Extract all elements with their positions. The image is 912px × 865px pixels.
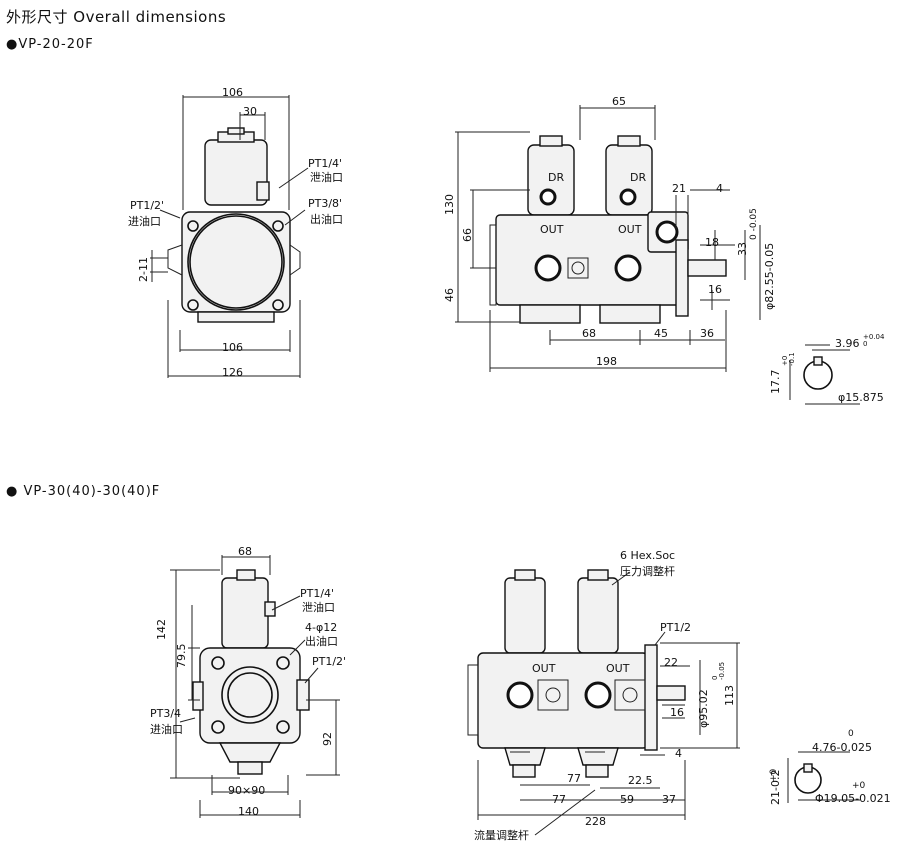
dim-a-top-width: 106 [222,86,243,99]
dim-a-key-tol: +0.04 0 [863,333,885,348]
b-inlet-port: PT3/4 [150,707,182,720]
dim-a-4: 4 [716,182,723,195]
dim-a-36: 36 [700,327,714,340]
model-b-title: ● VP-30(40)-30(40)F [6,484,161,499]
model-a-front-view [150,95,309,378]
a-inlet-label: 进油口 [128,215,161,228]
dim-b-16: 16 [670,706,684,719]
b-inlet-label: 进油口 [150,723,183,736]
b-port: PT1/2 [660,621,692,634]
model-b-side-view [467,569,860,836]
dim-b-113: 113 [723,685,736,706]
b-pressure-label: 压力调整杆 [620,565,675,578]
model-a-side-view [455,105,860,405]
b-out-label-1: OUT [532,662,556,675]
dim-b-shaft-tol: +0 [852,781,866,791]
dim-a-68: 68 [582,327,596,340]
dim-a-21: 21 [672,182,686,195]
b-hex-label: 6 Hex.Soc [620,549,676,562]
dim-b-total-length: 228 [585,815,606,828]
dim-a-key-height: 17.7 [769,369,782,395]
a-out-label-2: OUT [618,223,642,236]
a-drain-label: 泄油口 [310,171,343,184]
a-dr-label-1: DR [548,171,565,184]
dim-a-shaft-tol: 0 -0.05 [749,208,759,240]
dim-b-37: 37 [662,793,676,806]
a-drain-port: PT1/4' [308,157,343,170]
b-out-label-2: OUT [606,662,630,675]
dim-b-shaft: Φ19.05-0.021 [815,792,891,805]
dim-b-lower: 92 [321,732,334,746]
dim-a-port-offset: 30 [243,105,257,118]
b-outlet-port: PT1/2' [312,655,347,668]
dim-a-shaft: φ15.875 [838,391,884,404]
dim-b-top-width: 68 [238,545,252,558]
a-inlet-port: PT1/2' [130,199,165,212]
dim-a-18: 18 [705,236,719,249]
dim-b-4: 4 [675,747,682,760]
dim-b-flange: φ95.02 [697,689,710,728]
a-outlet-label: 出油口 [310,213,343,226]
dim-b-square: 90×90 [228,784,266,797]
dim-a-16: 16 [708,283,722,296]
a-out-label-1: OUT [540,223,564,236]
dim-b-height-total: 142 [155,619,168,640]
dim-a-lower: 46 [443,288,456,302]
dim-b-key: 4.76-0.025 [812,741,872,754]
dim-a-bottom-inner: 106 [222,341,243,354]
dim-a-total-length: 198 [596,355,617,368]
dim-a-upper: 66 [461,228,474,242]
a-outlet-port: PT3/8' [308,197,343,210]
dim-a-33: 33 [736,242,749,256]
dim-b-22: 22 [664,656,678,669]
dim-b-77b: 77 [552,793,566,806]
dim-a-key-height-tol: +0 -0.1 [781,352,796,366]
dim-a-flange: φ82.55-0.05 [763,242,776,310]
dim-b-77a: 77 [567,772,581,785]
b-outlet-label: 出油口 [305,635,338,648]
model-b-front-view [170,555,340,818]
dim-b-bottom: 140 [238,805,259,818]
b-bolt-holes: 4-φ12 [305,621,338,634]
dim-a-slot: 2-11 [137,257,150,282]
dim-a-bottom-outer: 126 [222,366,243,379]
model-a-title: ●VP-20-20F [6,37,94,52]
dim-a-height-total: 130 [443,194,456,215]
dim-b-key-height-tol: +0 [769,768,779,782]
a-dr-label-2: DR [630,171,647,184]
dim-b-59: 59 [620,793,634,806]
b-flow-label: 流量调整杆 [474,829,529,842]
dim-a-45: 45 [654,327,668,340]
dim-b-key-tol: 0 [848,729,854,739]
b-drain-port: PT1/4' [300,587,335,600]
dim-b-upper: 79.5 [175,643,188,669]
b-drain-label: 泄油口 [302,601,335,614]
dim-b-flange-tol: 0 -0.05 [711,661,726,680]
dim-b-22-5: 22.5 [628,774,653,787]
dim-a-center: 65 [612,95,626,108]
dim-a-key: 3.96 [835,337,860,350]
page-title: 外形尺寸 Overall dimensions [6,8,227,26]
